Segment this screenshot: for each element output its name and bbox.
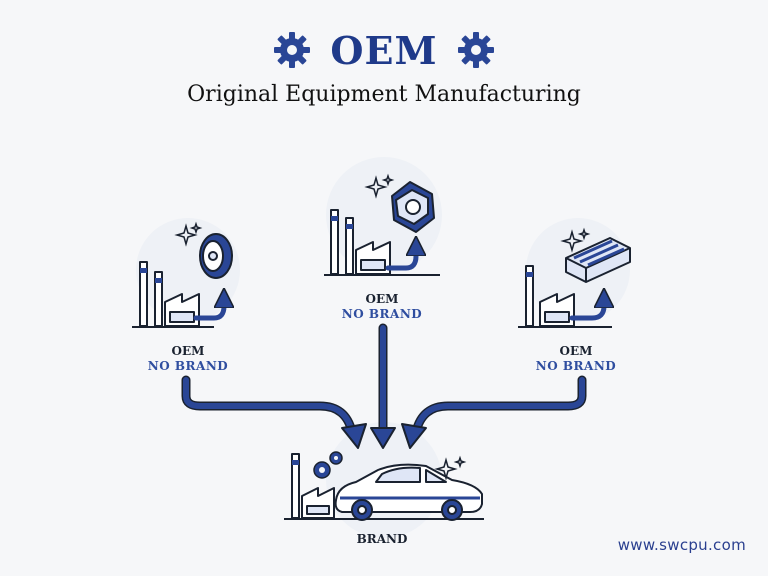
sparkle-icon [560, 227, 591, 253]
tire-icon [199, 233, 233, 279]
sparkle-icon [434, 455, 467, 481]
battery-icon [565, 237, 631, 283]
page-subtitle: Original Equipment Manufacturing [187, 82, 581, 107]
up-arrow-right [569, 298, 604, 321]
label-subtitle: NO BRAND [535, 359, 617, 373]
label-title: OEM [365, 292, 399, 306]
car-icon [334, 463, 483, 521]
gear-icon [274, 32, 311, 68]
label-subtitle: NO BRAND [147, 359, 229, 373]
label-title: OEM [559, 344, 593, 358]
gear-icon [457, 32, 494, 68]
oem-label-left: OEM NO BRAND [128, 344, 248, 374]
factory-icon-left [132, 261, 214, 328]
sparkle-icon [364, 173, 395, 199]
up-arrow-center [385, 246, 416, 271]
up-arrow-left [193, 298, 224, 321]
title-row: OEM [0, 26, 768, 74]
factory-icon-right [518, 265, 612, 328]
engine-part-icon [391, 181, 435, 233]
factory-icon-center [324, 209, 440, 276]
gear-icon [313, 451, 343, 479]
oem-label-right: OEM NO BRAND [516, 344, 636, 374]
label-subtitle: NO BRAND [341, 307, 423, 321]
page-title: OEM [330, 27, 438, 73]
factory-icon-brand [284, 453, 484, 520]
sparkle-icon [174, 221, 203, 247]
oem-label-center: OEM NO BRAND [322, 292, 442, 322]
label-title: OEM [171, 344, 205, 358]
arrow-left-to-brand [183, 377, 355, 435]
brand-label: BRAND [356, 532, 408, 546]
arrow-right-to-brand [413, 377, 585, 435]
flow-arrows [181, 323, 587, 449]
website-url: www.swcpu.com [617, 536, 746, 554]
